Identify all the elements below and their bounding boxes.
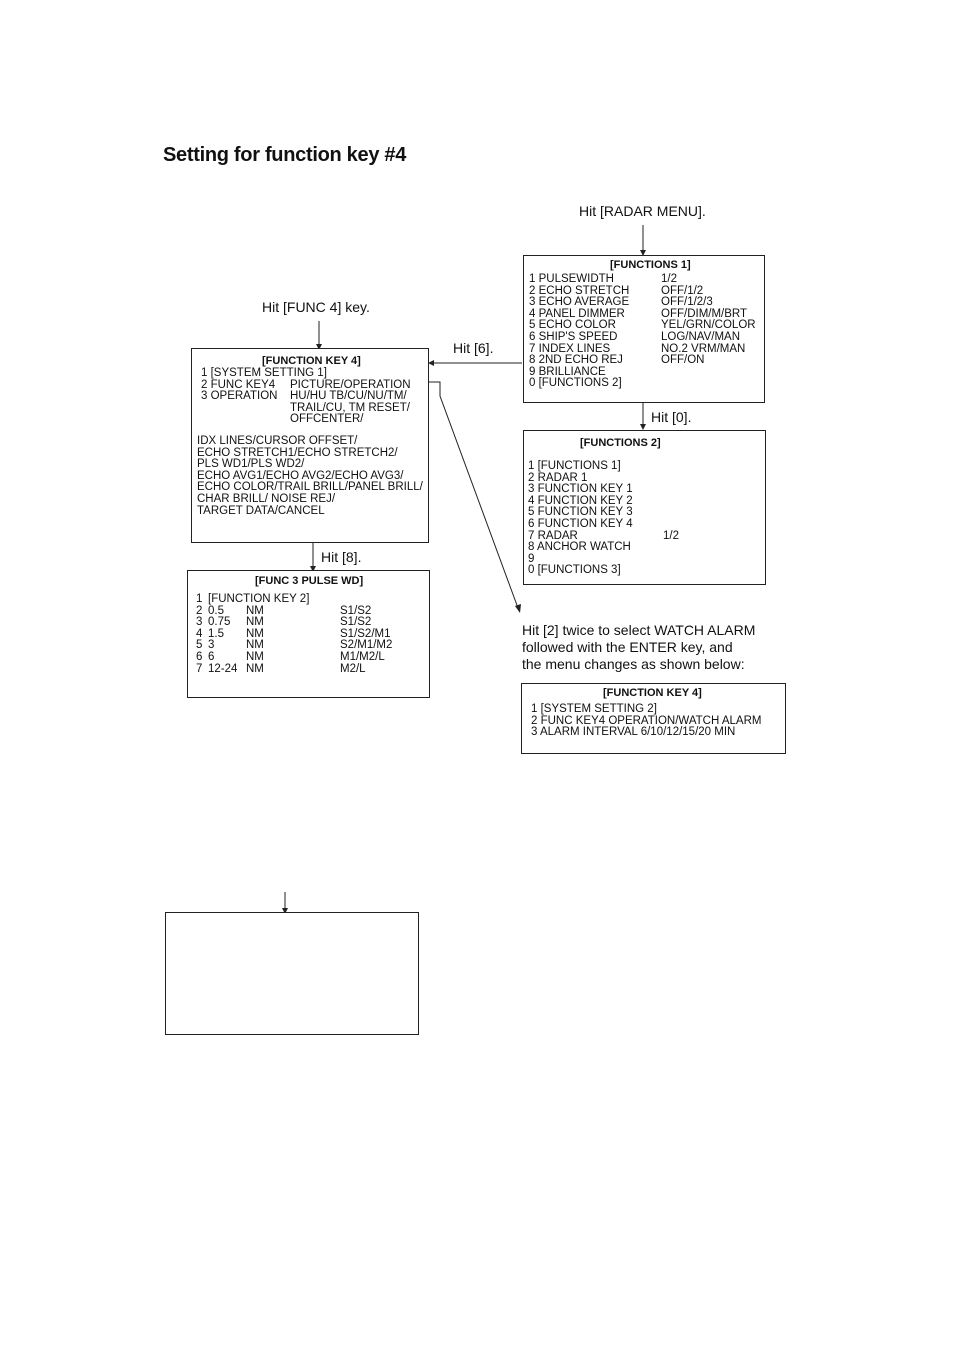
functions2-title: [FUNCTIONS 2] <box>580 437 661 449</box>
functions2-item-3: 3 FUNCTION KEY 1 <box>528 483 633 496</box>
functions1-item-8: 8 2ND ECHO REJ <box>529 354 623 367</box>
func3-pulse-range-6: 6 <box>208 651 215 663</box>
function-key4-option-3: PLS WD1/PLS WD2/ <box>197 458 305 471</box>
page-title: Setting for function key #4 <box>163 144 407 166</box>
functions2-item-4: 4 FUNCTION KEY 2 <box>528 494 633 507</box>
func3-pulse-value-7: M2/L <box>340 662 366 675</box>
functions2-item-8: 8 ANCHOR WATCH <box>528 541 631 554</box>
func3-pulse-num-1: 1 <box>196 593 203 605</box>
note-hit-8: Hit [8]. <box>321 549 362 565</box>
functions1-item-2: 2 ECHO STRETCH <box>529 284 630 297</box>
functions2-item-0: 0 [FUNCTIONS 3] <box>528 564 621 577</box>
functions1-menu: [FUNCTIONS 1] 1 PULSEWIDTH 1/2 2 ECHO ST… <box>523 255 765 403</box>
func3-pulse-menu: [FUNC 3 PULSE WD] 1 [FUNCTION KEY 2] 2 0… <box>187 570 430 698</box>
functions1-item-4: 4 PANEL DIMMER <box>529 307 625 320</box>
functions1-title: [FUNCTIONS 1] <box>610 259 691 271</box>
function-key4-title: [FUNCTION KEY 4] <box>262 355 361 367</box>
func3-pulse-unit-4: NM <box>246 627 264 640</box>
note-hit-radar-menu: Hit [RADAR MENU]. <box>579 203 706 219</box>
functions2-item-5: 5 FUNCTION KEY 3 <box>528 506 633 519</box>
functions1-item-1: 1 PULSEWIDTH <box>529 273 614 285</box>
functions1-item-9: 9 BRILLIANCE <box>529 365 606 378</box>
note-hit-6: Hit [6]. <box>453 340 494 356</box>
note-hit-func4: Hit [FUNC 4] key. <box>262 299 370 315</box>
functions2-item-7: 7 RADAR <box>528 529 578 542</box>
note-hit-0: Hit [0]. <box>651 409 692 425</box>
function-key4-value-3b: TRAIL/CU, TM RESET/ <box>290 401 410 414</box>
func3-pulse-title: [FUNC 3 PULSE WD] <box>255 575 364 587</box>
note-hit-2-line1: Hit [2] twice to select WATCH ALARM <box>522 622 756 638</box>
functions1-value-3: OFF/1/2/3 <box>661 296 713 309</box>
func3-pulse-unit-2: NM <box>246 604 264 617</box>
functions2-value-7: 1/2 <box>663 529 679 542</box>
functions1-item-3: 3 ECHO AVERAGE <box>529 296 630 309</box>
func3-pulse-value-3: S1/S2 <box>340 616 372 629</box>
func3-pulse-range-7: 12-24 <box>208 662 238 675</box>
functions1-value-7: NO.2 VRM/MAN <box>661 342 746 355</box>
function-key4-option-5: ECHO COLOR/TRAIL BRILL/PANEL BRILL/ <box>197 481 423 494</box>
function-key4-option-2: ECHO STRETCH1/ECHO STRETCH2/ <box>197 446 398 459</box>
functions1-item-6: 6 SHIP'S SPEED <box>529 331 618 343</box>
functions1-value-1: 1/2 <box>661 273 677 285</box>
functions1-value-4: OFF/DIM/M/BRT <box>661 307 748 320</box>
functions2-item-9: 9 <box>528 552 535 565</box>
func3-pulse-num-6: 6 <box>196 651 203 663</box>
functions1-value-2: OFF/1/2 <box>661 284 704 297</box>
function-key4-option-4: ECHO AVG1/ECHO AVG2/ECHO AVG3/ <box>197 469 404 482</box>
function-key4-value-2: PICTURE/OPERATION <box>290 378 411 391</box>
function-key4-value-3c: OFFCENTER/ <box>290 413 364 426</box>
function-key4-option-6: CHAR BRILL/ NOISE REJ/ <box>197 493 336 505</box>
functions2-menu: [FUNCTIONS 2] 1 [FUNCTIONS 1] 2 RADAR 1 … <box>523 430 766 585</box>
func3-pulse-num-2: 2 <box>196 604 203 617</box>
function-key4-alarm-menu: [FUNCTION KEY 4] 1 [SYSTEM SETTING 2] 2 … <box>521 683 786 754</box>
function-key4-item-1: 1 [SYSTEM SETTING 1] <box>201 367 327 379</box>
func3-pulse-num-4: 4 <box>196 627 203 640</box>
func3-pulse-num-5: 5 <box>196 639 203 652</box>
function-key4-alarm-item-3: 3 ALARM INTERVAL 6/10/12/15/20 MIN <box>531 726 736 739</box>
func3-pulse-unit-5: NM <box>246 639 264 652</box>
func3-pulse-range-2: 0.5 <box>208 604 224 617</box>
functions1-item-0: 0 [FUNCTIONS 2] <box>529 377 622 390</box>
note-hit-2-line3: the menu changes as shown below: <box>522 656 745 672</box>
function-key4-item-3: 3 OPERATION <box>201 390 278 403</box>
func3-pulse-num-3: 3 <box>196 616 203 629</box>
functions1-value-8: OFF/ON <box>661 354 705 367</box>
functions1-item-5: 5 ECHO COLOR <box>529 319 616 332</box>
function-key4-menu: [FUNCTION KEY 4] 1 [SYSTEM SETTING 1] 2 … <box>191 348 429 543</box>
functions2-item-1: 1 [FUNCTIONS 1] <box>528 460 621 472</box>
function-key4-alarm-item-2: 2 FUNC KEY4 OPERATION/WATCH ALARM <box>531 714 762 727</box>
blank-menu-box <box>165 912 419 1035</box>
func3-pulse-range-3: 0.75 <box>208 616 231 629</box>
func3-pulse-value-4: S1/S2/M1 <box>340 627 391 640</box>
func3-pulse-range-1: [FUNCTION KEY 2] <box>208 593 310 605</box>
func3-pulse-unit-6: NM <box>246 651 264 663</box>
function-key4-alarm-title: [FUNCTION KEY 4] <box>603 687 702 699</box>
functions2-item-6: 6 FUNCTION KEY 4 <box>528 518 633 530</box>
func3-pulse-unit-3: NM <box>246 616 264 629</box>
func3-pulse-range-4: 1.5 <box>208 627 224 640</box>
functions1-item-7: 7 INDEX LINES <box>529 342 611 355</box>
func3-pulse-range-5: 3 <box>208 639 215 652</box>
functions2-item-2: 2 RADAR 1 <box>528 471 588 484</box>
functions1-value-5: YEL/GRN/COLOR <box>661 319 756 332</box>
func3-pulse-unit-7: NM <box>246 662 264 675</box>
func3-pulse-num-7: 7 <box>196 662 203 675</box>
note-hit-2-line2: followed with the ENTER key, and <box>522 639 733 655</box>
function-key4-option-7: TARGET DATA/CANCEL <box>197 504 325 517</box>
function-key4-alarm-item-1: 1 [SYSTEM SETTING 2] <box>531 703 657 715</box>
func3-pulse-value-2: S1/S2 <box>340 604 372 617</box>
function-key4-option-1: IDX LINES/CURSOR OFFSET/ <box>197 435 358 447</box>
func3-pulse-value-6: M1/M2/L <box>340 651 385 663</box>
func3-pulse-value-5: S2/M1/M2 <box>340 639 393 652</box>
functions1-value-6: LOG/NAV/MAN <box>661 331 741 343</box>
function-key4-item-2: 2 FUNC KEY4 <box>201 378 276 391</box>
arrow-hit-2 <box>428 381 519 609</box>
function-key4-value-3: HU/HU TB/CU/NU/TM/ <box>290 390 407 403</box>
